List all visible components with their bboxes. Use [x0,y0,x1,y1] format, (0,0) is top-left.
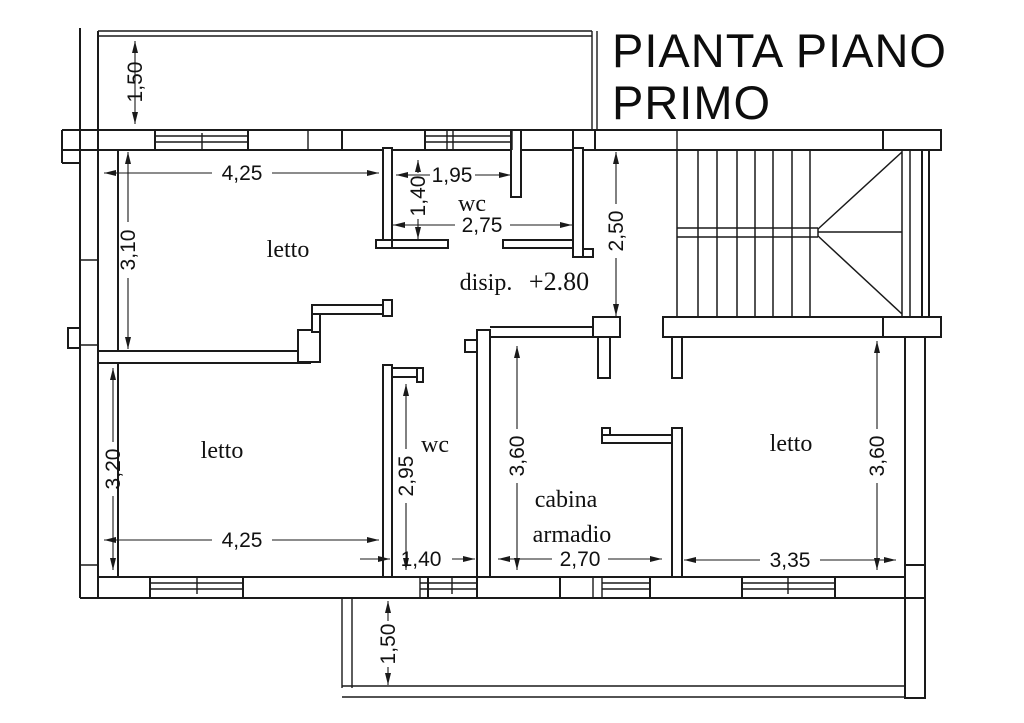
wall-pilaster [67,327,81,349]
dim-letto-top-width: 4,25 [222,162,263,185]
wall-piers [97,129,942,699]
title-line-2: PRIMO [612,76,771,129]
windows [149,130,836,598]
wall-joints [80,259,98,566]
window [149,577,244,598]
room-label-cabina-line1: cabina [535,487,598,513]
staircase [676,150,911,317]
dim-letto-bottom-height: 3,20 [102,449,125,490]
dim-wc-top-depth: 1,40 [407,176,430,217]
room-label-wc-top: wc [458,191,486,217]
title-line-1: PIANTA PIANO [612,24,947,77]
room-label-letto-bottom-left: letto [201,438,244,464]
dim-wc-top-inner-width: 1,95 [432,164,473,187]
dim-wc-bottom-width: 1,40 [401,548,442,571]
dim-letto-right-height: 3,60 [866,436,889,477]
dim-letto-top-height: 3,10 [117,230,140,271]
dim-cabina-height: 3,60 [506,436,529,477]
window [592,577,651,598]
dim-wc-bottom-height: 2,95 [395,456,418,497]
dim-wc-top-total-width: 2,75 [462,214,503,237]
interior-walls [97,129,683,578]
dim-balcony-top-depth: 1,50 [124,62,147,103]
room-label-cabina-line2: armadio [533,522,612,548]
dimension-lines [104,41,896,685]
stair-steps [676,150,911,317]
stair-landing-wall [882,316,942,338]
room-label-disimpegno: disip. [460,270,513,296]
balcony-bottom [341,598,905,698]
drawing-title: PIANTA PIANO PRIMO [612,24,947,129]
window [424,130,513,150]
window [154,130,249,150]
room-label-wc-bottom: wc [421,432,449,458]
window [419,577,478,598]
stair-landing-wall [592,316,621,338]
dim-disimpegno-corridor: 2,50 [605,211,628,252]
balcony-top [98,30,598,150]
room-label-letto-top-left: letto [267,237,310,263]
room-label-letto-right: letto [770,431,813,457]
stair-landing-wall [662,316,884,338]
room-labels: letto letto letto wc wc disip. +2.80 cab… [201,191,813,548]
dim-letto-right-width: 3,35 [770,549,811,572]
dim-balcony-bottom-depth: 1,50 [377,624,400,665]
elevation-label: +2.80 [529,267,589,296]
dim-cabina-width: 2,70 [560,548,601,571]
dim-letto-bottom-width: 4,25 [222,529,263,552]
balcony-end-pier [904,597,926,699]
dimension-labels: 1,50 4,25 3,10 1,95 1,40 2,75 2,50 3,20 … [102,62,889,665]
window [741,577,836,598]
